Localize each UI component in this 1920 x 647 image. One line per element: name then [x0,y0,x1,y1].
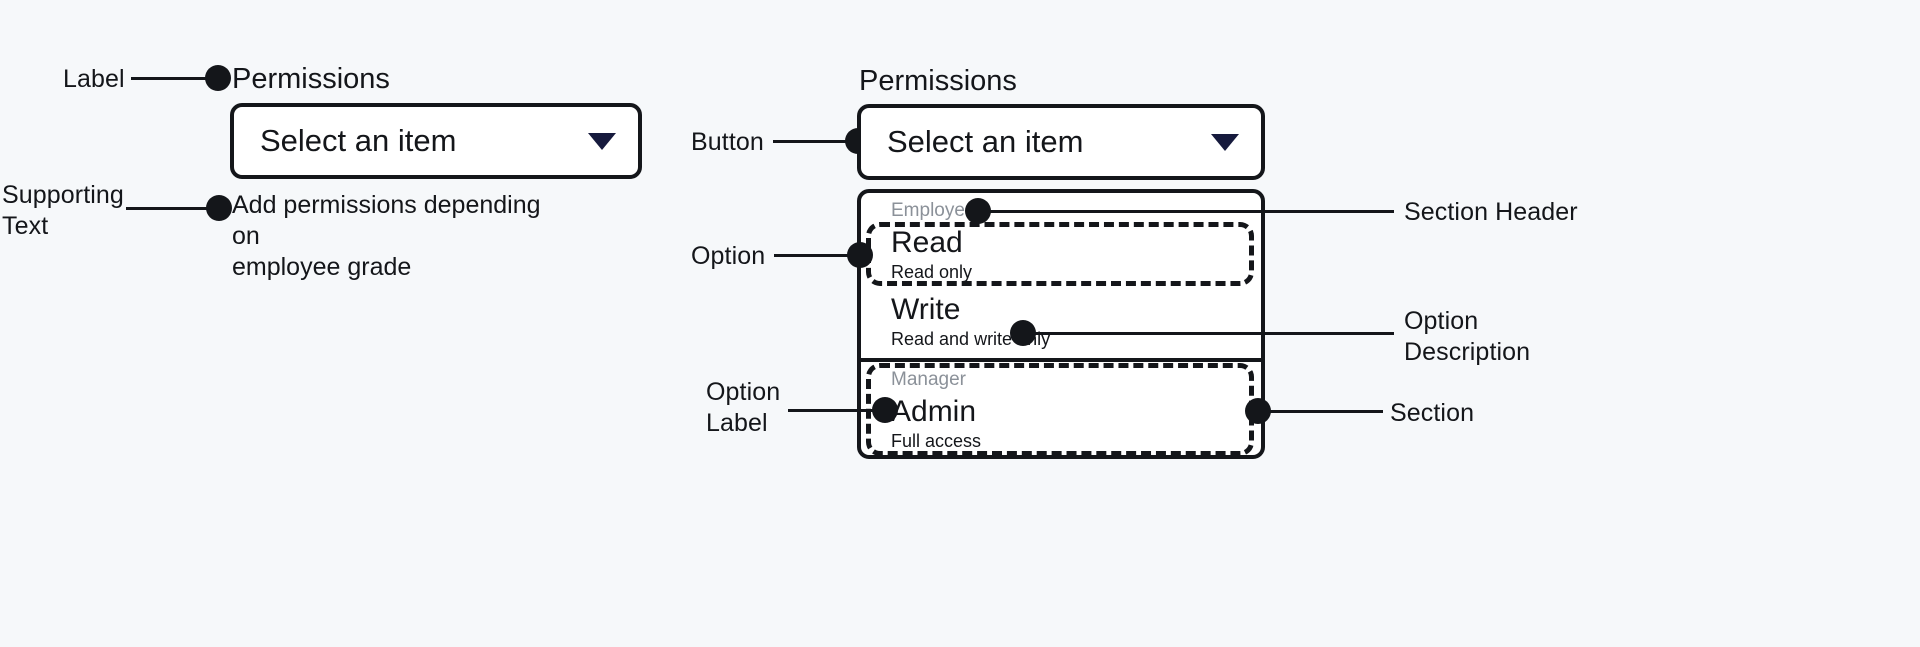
annotation-label-label: Label [63,65,125,93]
option-description-read: Read only [891,262,973,282]
anchor-dot-label [205,65,231,91]
annotation-section-header-label: Section Header [1404,198,1578,226]
chevron-down-icon [588,132,616,150]
listbox-option-read[interactable]: Read Read only [861,224,1261,291]
leader-line-option-label [788,409,884,412]
option-label-read: Read [891,226,963,259]
annotation-option-label-label: Option Label [706,378,781,437]
leader-line-section [1258,410,1383,413]
anchor-dot-supporting-text [206,195,232,221]
listbox-option-write[interactable]: Write Read and write only [861,291,1261,358]
option-description-admin: Full access [891,431,982,451]
listbox-option-admin[interactable]: Admin Full access [861,393,1261,455]
annotation-button-label: Button [691,128,764,156]
anchor-dot-option-label [872,397,898,423]
select-listbox[interactable]: Employees Read Read only Write Read and … [857,189,1265,459]
leader-line-supporting-text [126,207,218,210]
right-select-button[interactable]: Select an item [857,104,1265,180]
left-supporting-text: Add permissions depending on employee gr… [232,191,541,281]
leader-line-label [131,77,217,80]
annotation-section-label: Section [1390,399,1475,427]
option-label-admin: Admin [891,395,977,428]
left-select-value: Select an item [260,123,457,158]
left-field-label: Permissions [232,63,390,95]
section-header-manager: Manager [891,369,966,390]
right-select-value: Select an item [887,124,1084,159]
listbox-section-manager: Manager Admin Full access [861,358,1261,455]
annotation-supporting-text-label: Supporting Text [2,181,124,240]
option-label-write: Write [891,293,961,326]
leader-line-option-description [1023,332,1394,335]
leader-line-option [774,254,856,257]
annotation-option-label: Option [691,242,766,270]
chevron-down-icon [1211,133,1239,151]
annotation-option-description-label: Option Description [1404,307,1531,366]
leader-line-button [773,140,859,143]
anchor-dot-option [847,242,873,268]
section-header-employees: Employees [891,200,985,221]
right-field-label: Permissions [859,65,1017,97]
left-select-button[interactable]: Select an item [230,103,642,179]
leader-line-section-header [978,210,1394,213]
